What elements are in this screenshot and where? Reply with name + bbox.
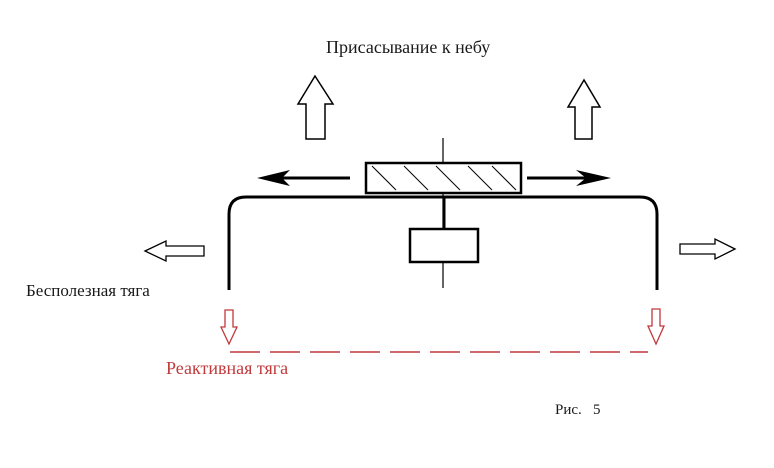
label-reactive-thrust: Реактивная тяга [166,358,288,378]
label-useless-thrust: Бесполезная тяга [26,281,150,300]
side-arrow-left [143,239,205,263]
up-arrow-left [296,74,335,140]
reactive-arrow-left [219,309,239,346]
label-palate-suction: Присасывание к небу [326,37,490,57]
left-thrust-arrow [257,170,350,186]
up-arrow-right [566,78,602,140]
figure-caption: Рис. 5 [555,402,601,418]
right-thrust-arrow [527,170,611,186]
reactive-arrow-right [646,308,666,346]
weight-box [408,227,480,264]
side-arrow-right [679,237,737,261]
hatched-bar [364,161,523,195]
